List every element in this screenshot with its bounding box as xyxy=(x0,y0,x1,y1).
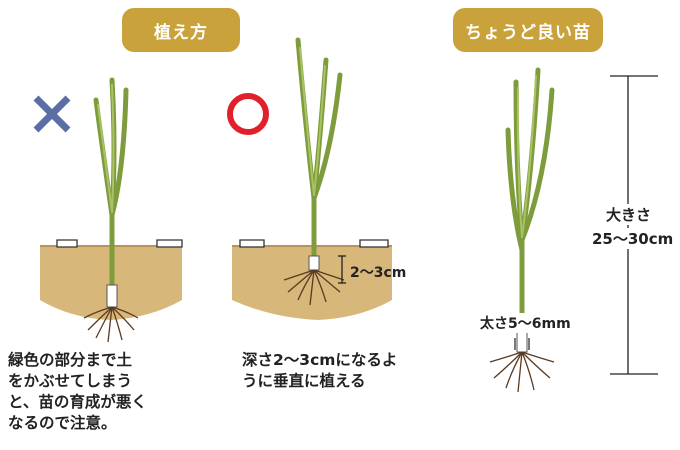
wrong-caption-line: なるので注意。 xyxy=(8,414,117,432)
depth-label: 2〜3cm xyxy=(350,265,407,281)
good-seedling-badge: ちょうど良い苗 xyxy=(453,8,603,52)
right-mark xyxy=(227,93,269,135)
right-caption-line: うに垂直に植える xyxy=(242,372,366,390)
size-bracket xyxy=(610,75,658,375)
size-value: 25〜30cm xyxy=(590,228,676,249)
planting-method-badge: 植え方 xyxy=(122,8,240,52)
roots-wrong xyxy=(83,306,139,343)
size-label: 大きさ xyxy=(604,204,654,225)
seedling-good xyxy=(505,67,555,343)
right-caption: 深さ2〜3cmになるよ うに垂直に植える xyxy=(242,350,397,392)
wrong-caption-line: と、苗の育成が悪く xyxy=(8,393,147,411)
wrong-caption: 緑色の部分まで土 をかぶせてしまう と、苗の育成が悪く なるので注意。 xyxy=(8,350,147,434)
thickness-label: 太さ5〜6mm xyxy=(478,313,573,333)
wrong-caption-line: をかぶせてしまう xyxy=(8,372,133,390)
wrong-mark xyxy=(33,95,71,133)
right-caption-line: 深さ2〜3cmになるよ xyxy=(242,351,398,369)
wrong-caption-line: 緑色の部分まで土 xyxy=(8,351,133,369)
roots-good xyxy=(489,351,555,393)
depth-bracket xyxy=(338,255,346,284)
